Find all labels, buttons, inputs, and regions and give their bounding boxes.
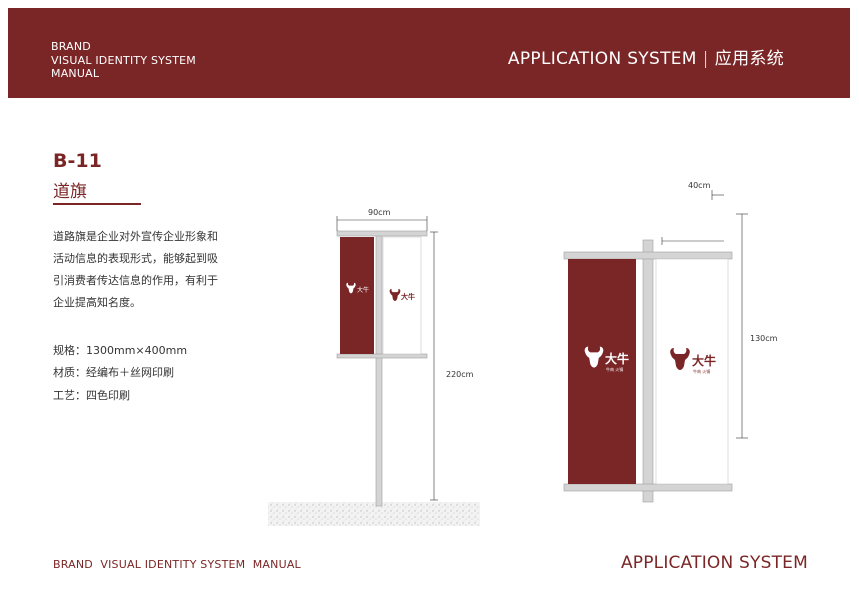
small-flag-assembly: 大牛 大牛 90cm 220cm	[268, 208, 480, 526]
footer-manual-title: BRAND VISUAL IDENTITY SYSTEM MANUAL	[53, 558, 301, 571]
section-title-en: APPLICATION SYSTEM	[507, 49, 697, 69]
brand-line: MANUAL	[51, 67, 100, 80]
large-logo-text-white: 大牛	[605, 351, 629, 366]
description-line: 活动信息的表现形式，能够起到吸	[53, 252, 218, 265]
brand-line: VISUAL IDENTITY SYSTEM	[51, 53, 196, 67]
spec-size: 规格：1300mm×400mm	[53, 344, 188, 357]
small-logo-text-red: 大牛	[401, 292, 415, 301]
large-flag-detail: 大牛 牛肉 火锅 大牛 牛肉 火锅 40cm 130cm	[563, 181, 778, 503]
footer-section-title: APPLICATION SYSTEM	[620, 553, 808, 573]
small-bottom-bar	[336, 353, 428, 359]
brand-manual-title: BRAND VISUAL IDENTITY SYSTEM MANUAL	[51, 40, 196, 81]
ground-base	[268, 502, 480, 526]
small-flag-white-panel	[382, 236, 422, 355]
large-bottom-bar	[563, 483, 733, 492]
large-flag-white-panel	[655, 258, 729, 485]
large-flag-red-panel	[568, 259, 636, 484]
small-pole	[375, 231, 383, 507]
item-name: 道旗	[53, 182, 87, 202]
description-line: 道路旗是企业对外宣传企业形象和	[53, 230, 218, 243]
large-logo-subtext-red: 牛肉 火锅	[693, 368, 710, 374]
small-flag-red-panel	[340, 237, 374, 354]
title-underline	[53, 203, 141, 205]
large-top-bar	[563, 251, 733, 260]
large-logo-subtext-white: 牛肉 火锅	[606, 366, 623, 372]
spec-process: 工艺：四色印刷	[53, 389, 130, 402]
small-top-bar	[336, 230, 428, 237]
section-title-cn: 应用系统	[714, 49, 784, 69]
item-code: B-11	[53, 150, 102, 172]
dim-label-height-small: 220cm	[446, 370, 474, 379]
large-logo-text-red: 大牛	[692, 353, 716, 368]
large-pole	[642, 239, 654, 503]
item-description: 道路旗是企业对外宣传企业形象和 活动信息的表现形式，能够起到吸 引消费者传达信息…	[53, 226, 253, 314]
small-logo-text-white: 大牛	[357, 286, 369, 294]
spec-material: 材质：经编布＋丝网印刷	[53, 366, 174, 379]
section-divider: |	[702, 49, 709, 69]
dim-label-height-large: 130cm	[750, 334, 778, 343]
section-title: APPLICATION SYSTEM|应用系统	[508, 44, 784, 69]
description-line: 企业提高知名度。	[53, 296, 141, 309]
dim-label-width-large: 40cm	[688, 181, 711, 190]
brand-line: BRAND	[51, 40, 91, 53]
header-bar: BRAND VISUAL IDENTITY SYSTEM MANUAL APPL…	[8, 8, 850, 98]
dim-label-width-small: 90cm	[368, 208, 391, 217]
description-line: 引消费者传达信息的作用，有利于	[53, 274, 218, 287]
